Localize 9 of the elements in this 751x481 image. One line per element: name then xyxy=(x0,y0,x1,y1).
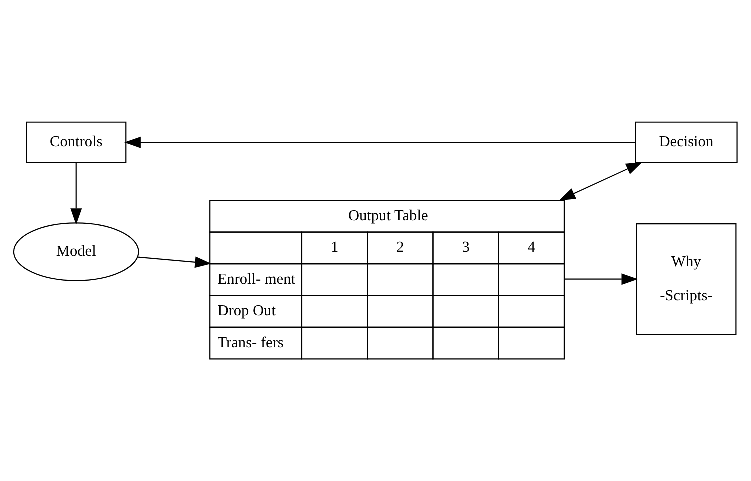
arrow xyxy=(70,163,82,226)
node-box: Why -Scripts- xyxy=(636,224,737,336)
arrow xyxy=(124,136,636,148)
node-box: Controls xyxy=(26,122,127,164)
node-ellipse: Model xyxy=(13,222,140,282)
node-box: Decision xyxy=(635,122,738,164)
arrow xyxy=(559,162,643,201)
arrow xyxy=(564,274,638,286)
arrow xyxy=(138,256,212,268)
